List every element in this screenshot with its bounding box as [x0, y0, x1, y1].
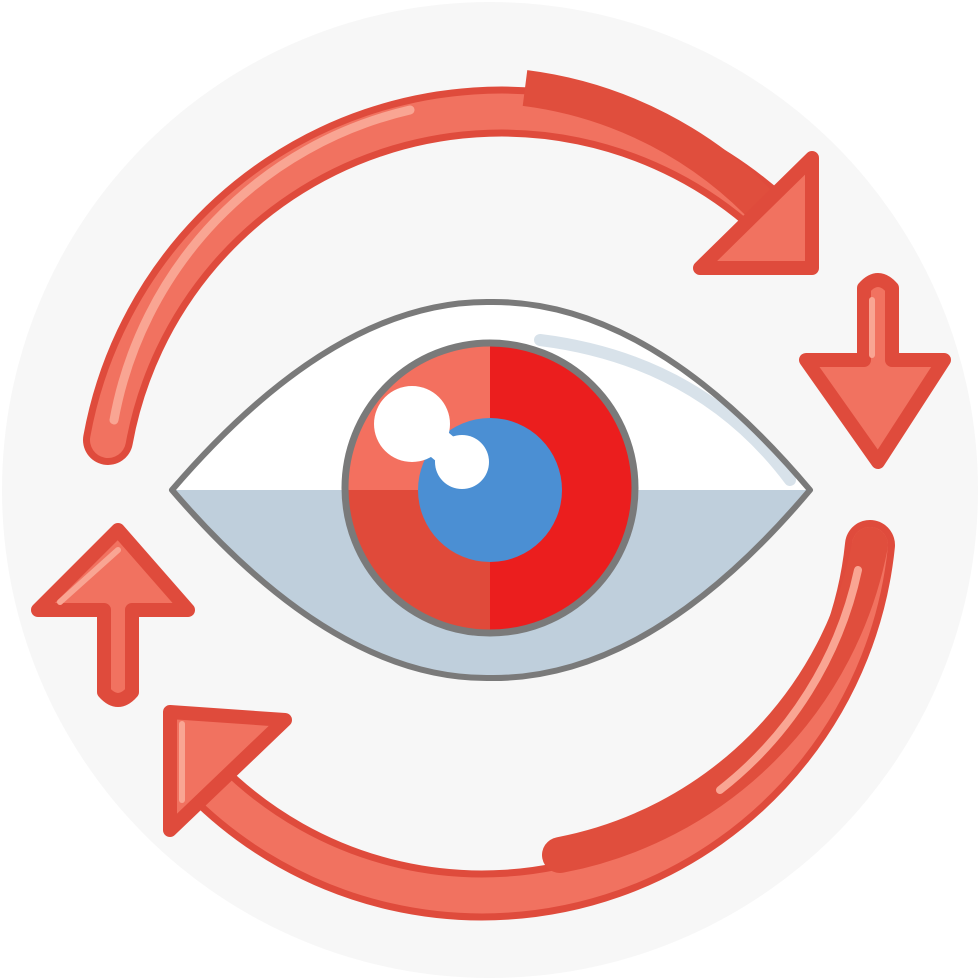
- eye-outline: [169, 298, 813, 682]
- eye-glint: [374, 386, 489, 489]
- top-curved-arrow-icon: [83, 70, 819, 465]
- right-down-arrow-icon: [799, 273, 951, 469]
- left-up-arrow-icon: [31, 523, 195, 707]
- bottom-curved-arrow-icon: [163, 520, 895, 921]
